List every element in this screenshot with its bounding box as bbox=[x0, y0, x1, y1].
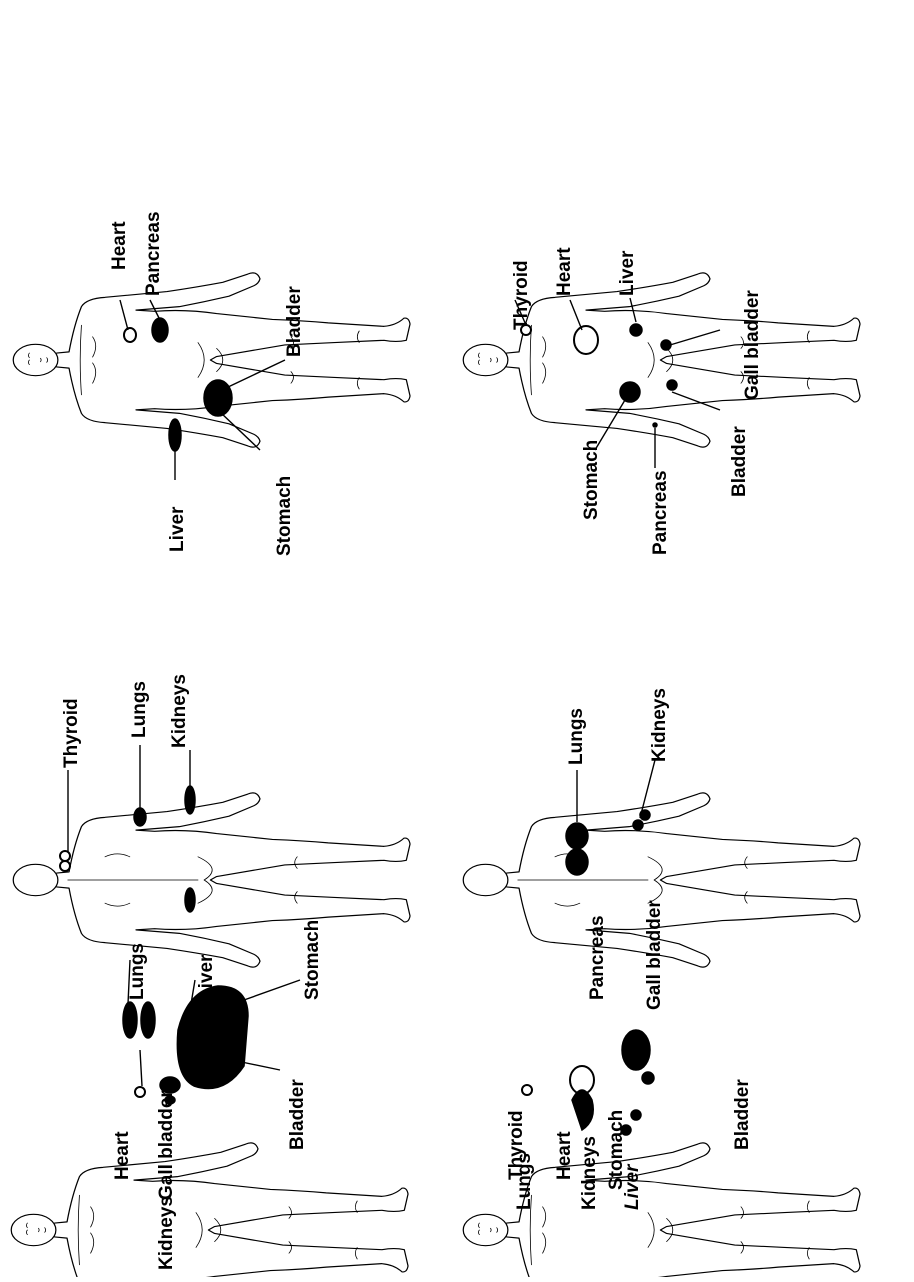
label-heart-g: Heart bbox=[554, 1131, 575, 1180]
label-stomach-e: Stomach bbox=[302, 920, 323, 1000]
label-pancreas-g: Pancreas bbox=[587, 915, 608, 1000]
label-lungs-h: Lungs bbox=[514, 1153, 535, 1210]
label-liver: Liver bbox=[167, 506, 188, 552]
label-kidneys-h: Kidneys bbox=[579, 1136, 600, 1210]
label-gall-bladder-c: Gall bladder bbox=[742, 290, 763, 400]
panel-top-left-back: Thyroid Lungs Kidneys bbox=[13, 674, 410, 967]
label-bladder-c: Bladder bbox=[729, 426, 750, 497]
label-gall-bladder-g: Gall bladder bbox=[644, 900, 665, 1010]
panel-top-right-front-visual bbox=[11, 960, 408, 1277]
lung-marker-d2 bbox=[566, 849, 588, 875]
kidney-marker-upper bbox=[185, 786, 195, 814]
panel-top-left-front: Liver Stomach Heart Pancreas Bladder bbox=[13, 211, 410, 556]
kidney-marker-d1 bbox=[633, 820, 643, 830]
label-heart-c: Heart bbox=[554, 247, 575, 296]
lung-marker-h bbox=[572, 1090, 593, 1130]
kidney-marker-lower bbox=[185, 888, 195, 912]
liver-marker-c bbox=[630, 324, 642, 336]
gall-bladder-marker-c bbox=[661, 340, 671, 350]
label-liver-e: Liver bbox=[196, 954, 217, 1000]
liver-marker bbox=[169, 419, 181, 451]
label-kidneys-top: Kidneys bbox=[156, 1196, 177, 1270]
thyroid-marker bbox=[60, 851, 70, 861]
stomach-marker-g bbox=[622, 1030, 650, 1070]
stomach-marker-c bbox=[620, 382, 640, 402]
bladder-marker-c bbox=[667, 380, 677, 390]
body-outline-back bbox=[13, 793, 410, 967]
label-pancreas: Pancreas bbox=[143, 211, 164, 296]
stomach-bladder-marker bbox=[204, 380, 232, 416]
thyroid-marker-g bbox=[522, 1085, 532, 1095]
label-stomach-c: Stomach bbox=[581, 440, 602, 520]
liver-marker-h bbox=[631, 1110, 641, 1120]
label-kidneys: Kidneys bbox=[169, 674, 190, 748]
label-thyroid: Thyroid bbox=[61, 698, 82, 768]
label-liver-h: Liver bbox=[622, 1163, 643, 1210]
body-outline-front bbox=[13, 273, 410, 447]
lung-marker-e2 bbox=[141, 1002, 155, 1038]
label-gall-bladder-e: Gall bladder bbox=[156, 1090, 177, 1200]
liver-stomach-marker-e bbox=[177, 986, 248, 1089]
label-kidneys-d: Kidneys bbox=[649, 688, 670, 762]
label-stomach: Stomach bbox=[274, 476, 295, 556]
label-liver-c: Liver bbox=[617, 250, 638, 296]
lung-marker-upper bbox=[134, 808, 146, 826]
gall-bladder-marker-g bbox=[642, 1072, 654, 1084]
label-pancreas-c: Pancreas bbox=[650, 470, 671, 555]
thyroid-marker-2 bbox=[60, 861, 70, 871]
lung-marker-d1 bbox=[566, 823, 588, 849]
pancreas-marker bbox=[152, 318, 168, 342]
heart-marker bbox=[124, 328, 136, 342]
label-bladder-e: Bladder bbox=[287, 1079, 308, 1150]
label-lungs-e: Lungs bbox=[127, 943, 148, 1000]
label-lungs-d: Lungs bbox=[566, 708, 587, 765]
label-lungs: Lungs bbox=[129, 681, 150, 738]
label-heart: Heart bbox=[109, 221, 130, 270]
label-thyroid-c: Thyroid bbox=[511, 260, 532, 330]
label-heart-e: Heart bbox=[112, 1131, 133, 1180]
heart-marker-c bbox=[574, 326, 598, 354]
pancreas-marker-c bbox=[653, 423, 657, 427]
heart-marker-e bbox=[135, 1087, 145, 1097]
label-bladder: Bladder bbox=[284, 286, 305, 357]
label-bladder-g: Bladder bbox=[732, 1079, 753, 1150]
lung-marker-e1 bbox=[123, 1002, 137, 1038]
